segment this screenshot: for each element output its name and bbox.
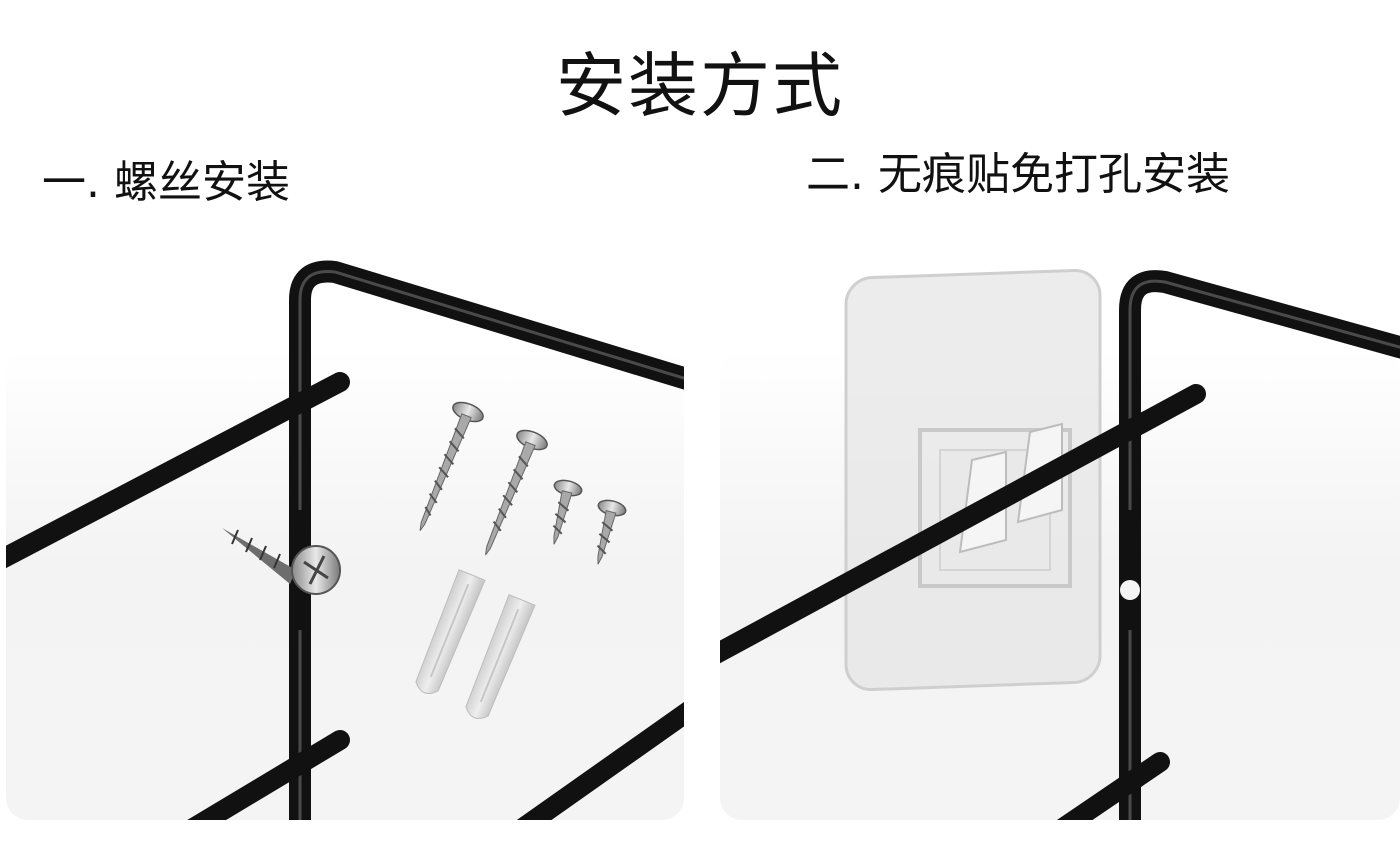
rack-frame-right [1050, 270, 1400, 820]
wall-anchor-icon [415, 569, 486, 694]
wall-anchors-group [415, 569, 536, 719]
screw-icon [596, 499, 627, 565]
method-title-adhesive: 二. 无痕贴免打孔安装 [806, 149, 1230, 200]
screw-icon [552, 479, 583, 545]
method-title-screw: 一. 螺丝安装 [42, 157, 290, 208]
wall-anchor-icon [465, 594, 536, 719]
rack-frame-left [6, 260, 684, 820]
page-title: 安装方式 [556, 45, 844, 127]
screw-icon [222, 528, 341, 595]
screws-group [419, 401, 627, 565]
adhesive-hook-icon [844, 268, 1102, 692]
rack-bar-right [720, 384, 1206, 670]
screw-icon [419, 401, 484, 531]
screw-icon [485, 429, 548, 556]
